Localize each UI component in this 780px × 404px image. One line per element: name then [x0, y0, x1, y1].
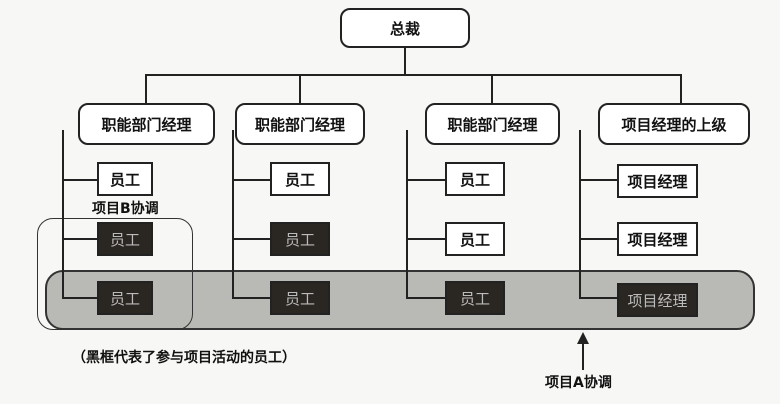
connector [680, 74, 682, 103]
connector [579, 238, 618, 240]
connector [299, 74, 301, 103]
connector [406, 130, 408, 299]
connector [491, 74, 493, 103]
project-manager-box: 项目经理 [617, 164, 698, 198]
employee-box: 员工 [445, 162, 505, 196]
connector [232, 238, 271, 240]
project-b-label: 项目B协调 [92, 201, 159, 217]
connector [145, 74, 147, 103]
employee-box-project: 员工 [97, 222, 153, 256]
employee-box-project: 员工 [270, 281, 330, 315]
connector [579, 297, 618, 299]
project-manager-box-project: 项目经理 [617, 283, 698, 317]
project-a-label: 项目A协调 [545, 375, 612, 391]
employee-box-project: 员工 [270, 222, 330, 256]
project-manager-box: 项目经理 [617, 222, 698, 256]
connector [579, 130, 581, 299]
employee-box: 员工 [445, 222, 505, 256]
connector [579, 179, 618, 181]
employee-box-project: 员工 [97, 281, 153, 315]
connector [145, 74, 682, 76]
employee-box: 员工 [270, 162, 330, 196]
connector [62, 297, 98, 299]
connector [232, 130, 234, 299]
caption: （黑框代表了参与项目活动的员工） [72, 350, 296, 366]
manager-box: 项目经理的上级 [598, 103, 750, 145]
connector [406, 297, 446, 299]
connector [232, 179, 271, 181]
arrow-shaft [582, 340, 584, 370]
connector [62, 238, 98, 240]
employee-box-project: 员工 [445, 281, 505, 315]
connector [232, 297, 271, 299]
connector [404, 48, 406, 75]
project-b-frame [37, 218, 193, 330]
connector [62, 179, 98, 181]
manager-box: 职能部门经理 [78, 103, 215, 145]
arrow-up-icon [577, 332, 589, 344]
connector [406, 238, 446, 240]
ceo-box: 总裁 [340, 8, 470, 48]
manager-box: 职能部门经理 [235, 103, 365, 145]
employee-box: 员工 [97, 162, 153, 196]
connector [62, 130, 64, 299]
connector [406, 179, 446, 181]
manager-box: 职能部门经理 [425, 103, 560, 145]
